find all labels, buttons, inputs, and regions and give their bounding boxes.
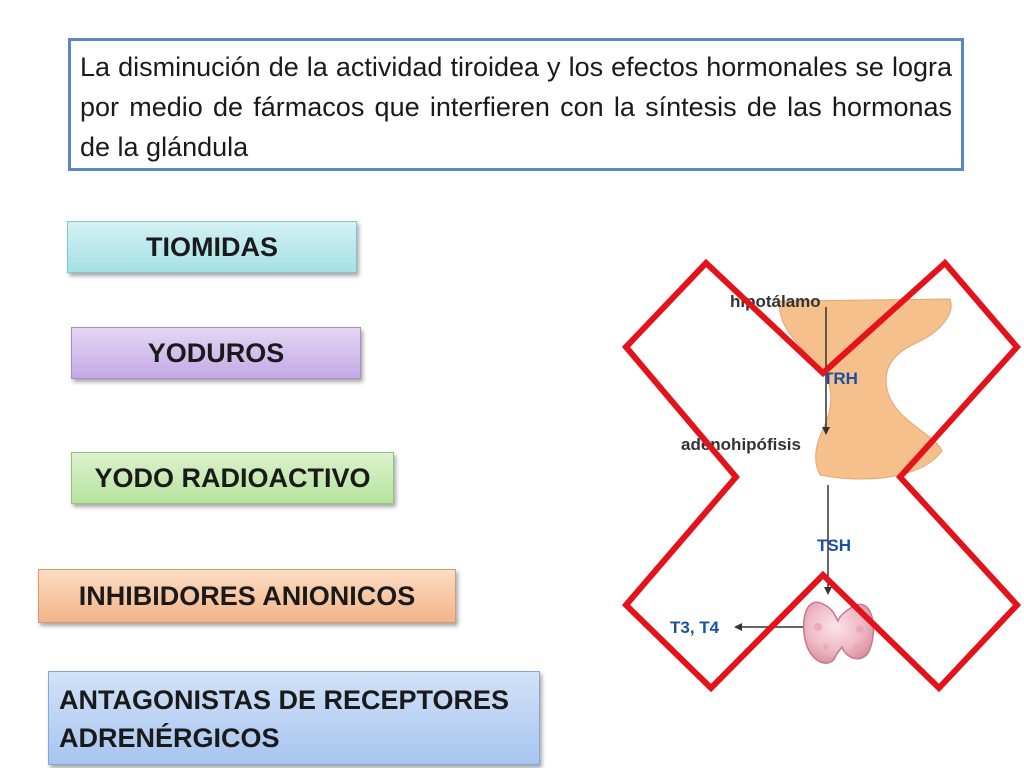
intro-text-box: La disminución de la actividad tiroidea … [68,38,964,171]
label-tsh: TSH [817,536,851,555]
category-antagonistas-line2: ADRENÉRGICOS [59,723,280,753]
thyroid-axis-diagram: hipotálamo TRH adenohipófisis TSH T3, T4 [621,258,1022,693]
category-tiomidas: TIOMIDAS [67,221,357,273]
category-tiomidas-label: TIOMIDAS [146,231,278,262]
category-inhibidores-anionicos-label: INHIBIDORES ANIONICOS [78,580,416,611]
category-yodo-radioactivo-label: YODO RADIOACTIVO [94,462,371,493]
category-yoduros-label: YODUROS [147,337,285,368]
intro-text: La disminución de la actividad tiroidea … [80,52,952,162]
thyroid-gland-icon [802,601,875,664]
category-antagonistas-line1: ANTAGONISTAS DE RECEPTORES [59,685,510,715]
category-yoduros: YODUROS [71,327,361,379]
label-trh: TRH [823,369,858,388]
category-inhibidores-anionicos: INHIBIDORES ANIONICOS [38,569,456,623]
category-yodo-radioactivo: YODO RADIOACTIVO [71,452,394,504]
red-cross-mark [621,258,1022,693]
label-t3-t4: T3, T4 [670,618,720,637]
category-antagonistas: ANTAGONISTAS DE RECEPTORES ADRENÉRGICOS [48,671,540,765]
